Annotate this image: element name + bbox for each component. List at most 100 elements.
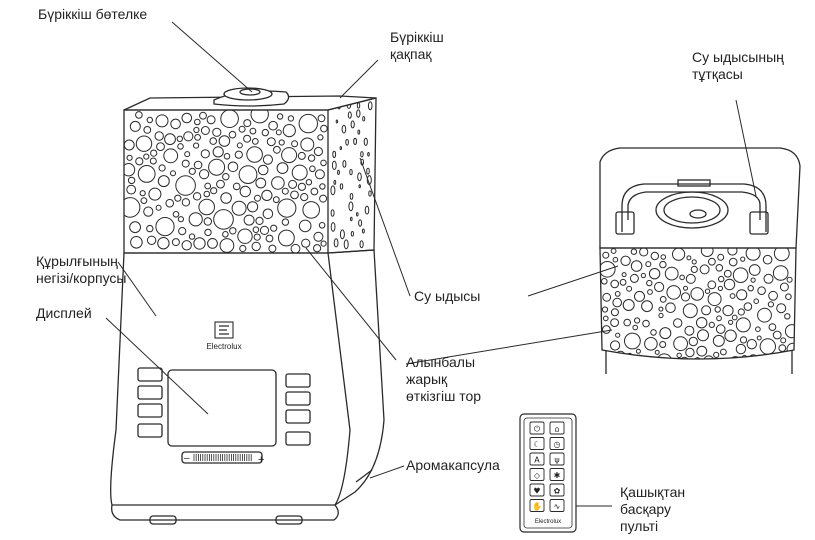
bubble — [664, 266, 679, 281]
bubble — [685, 347, 695, 358]
bubble — [275, 129, 282, 136]
bubble — [629, 273, 639, 283]
bubble — [762, 254, 773, 265]
bubble — [601, 278, 608, 285]
bubble — [317, 114, 326, 123]
bubble — [259, 225, 270, 235]
bubble — [703, 355, 715, 359]
bubble — [747, 285, 754, 292]
timer-icon — [549, 437, 565, 450]
bubble — [129, 120, 141, 132]
bubble — [682, 303, 698, 319]
bubble — [126, 184, 137, 195]
bubble — [300, 193, 309, 202]
bubble — [704, 288, 711, 294]
bubble — [281, 218, 290, 226]
label-remote-line3: пульті — [620, 518, 659, 534]
bubble — [314, 169, 325, 180]
bubble — [679, 274, 685, 281]
slider-minus: – — [184, 453, 190, 464]
bubble — [634, 317, 641, 324]
bubble — [146, 224, 154, 233]
bubble — [728, 319, 734, 325]
bubble — [155, 204, 162, 211]
bubble — [199, 169, 210, 180]
bubble — [209, 137, 217, 145]
bubble — [317, 134, 324, 141]
bubble — [313, 146, 323, 157]
bubble — [786, 342, 796, 356]
bubble — [366, 167, 370, 175]
bubble — [757, 307, 772, 323]
bubble — [646, 279, 653, 287]
bubble — [740, 256, 746, 262]
bubble — [222, 173, 230, 181]
bubble — [287, 115, 295, 122]
bubble — [624, 332, 641, 350]
slider-ticks — [193, 454, 252, 461]
moon-icon-glyph: ☾ — [533, 440, 540, 449]
bubble — [658, 312, 664, 319]
bubble — [772, 330, 782, 340]
bubble — [715, 324, 726, 334]
bubble — [337, 169, 340, 175]
auto-icon-glyph: A — [534, 456, 540, 465]
bubble — [310, 187, 319, 196]
bubble — [268, 120, 278, 131]
drop-icon — [529, 468, 545, 481]
bubble — [335, 119, 339, 124]
bubble — [278, 229, 295, 247]
bubble — [302, 201, 321, 219]
bubble — [200, 149, 210, 159]
bubble — [181, 112, 193, 124]
bubble — [623, 318, 632, 327]
bubble — [255, 216, 264, 225]
bubble — [126, 154, 133, 161]
bubble — [701, 305, 712, 316]
bubble — [143, 125, 152, 134]
snowflake-icon — [549, 468, 565, 481]
bubble — [216, 179, 225, 189]
moon-icon — [529, 437, 545, 450]
bubble — [255, 177, 267, 189]
bubble — [717, 285, 724, 291]
bubble — [368, 190, 372, 197]
bubble — [647, 289, 653, 295]
bubble — [243, 134, 252, 143]
power-icon — [529, 421, 545, 435]
bubble — [673, 336, 688, 352]
label-body-line1: Құрылғының — [36, 253, 118, 269]
bubble — [630, 248, 638, 255]
bubble — [223, 153, 231, 160]
bubble — [333, 238, 339, 248]
bubble — [288, 179, 298, 189]
bubble — [246, 146, 263, 163]
heart-icon-glyph: ♥ — [533, 487, 540, 496]
remote-control — [519, 413, 577, 533]
grille-side-bubbles — [330, 99, 373, 250]
bubble — [330, 185, 336, 196]
bubble — [212, 127, 222, 137]
bubble — [731, 314, 738, 321]
bubble — [243, 119, 252, 128]
bubble — [707, 280, 717, 290]
bubble — [254, 194, 261, 202]
bubble — [307, 154, 316, 162]
bubble — [193, 126, 200, 134]
bubble — [645, 261, 652, 268]
bubble — [194, 118, 201, 126]
bubble — [333, 179, 337, 185]
bubble — [339, 229, 345, 240]
bubble — [170, 170, 176, 177]
bubble — [690, 287, 705, 301]
bubble — [177, 143, 184, 150]
bubble — [181, 159, 190, 168]
bubble — [262, 154, 273, 165]
bubble — [654, 349, 660, 355]
bubble — [753, 298, 760, 305]
bubble — [685, 273, 696, 284]
bubble — [247, 201, 259, 213]
bubble — [231, 200, 247, 216]
bubble — [768, 290, 778, 301]
bubble — [290, 243, 301, 253]
